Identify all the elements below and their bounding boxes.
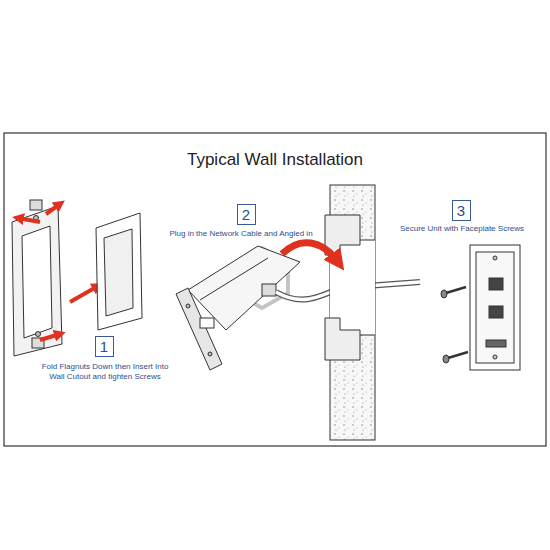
red-arrow bbox=[282, 243, 338, 262]
red-arrow bbox=[18, 204, 98, 340]
wall-plate bbox=[96, 213, 142, 330]
step-instruction: Plug in the Network Cable and Angled in bbox=[155, 229, 327, 239]
diagram-title: Typical Wall Installation bbox=[0, 150, 550, 170]
faceplate bbox=[470, 245, 520, 370]
step-number-box: 3 bbox=[452, 200, 471, 221]
step-instruction: Fold Flagnuts Down then Insert Into Wall… bbox=[35, 362, 175, 382]
callout-number: 3 bbox=[457, 203, 465, 218]
screw bbox=[441, 287, 468, 363]
step-instruction: Secure Unit with Faceplate Screws bbox=[387, 224, 537, 234]
callout-number: 1 bbox=[100, 339, 108, 354]
step-number-box: 1 bbox=[95, 336, 114, 357]
frame bbox=[4, 133, 546, 446]
step-number-box: 2 bbox=[237, 204, 256, 225]
callout-number: 2 bbox=[242, 207, 250, 222]
mounting-bracket bbox=[12, 200, 62, 356]
wall-section bbox=[325, 185, 375, 440]
bracket-angled bbox=[176, 246, 300, 370]
